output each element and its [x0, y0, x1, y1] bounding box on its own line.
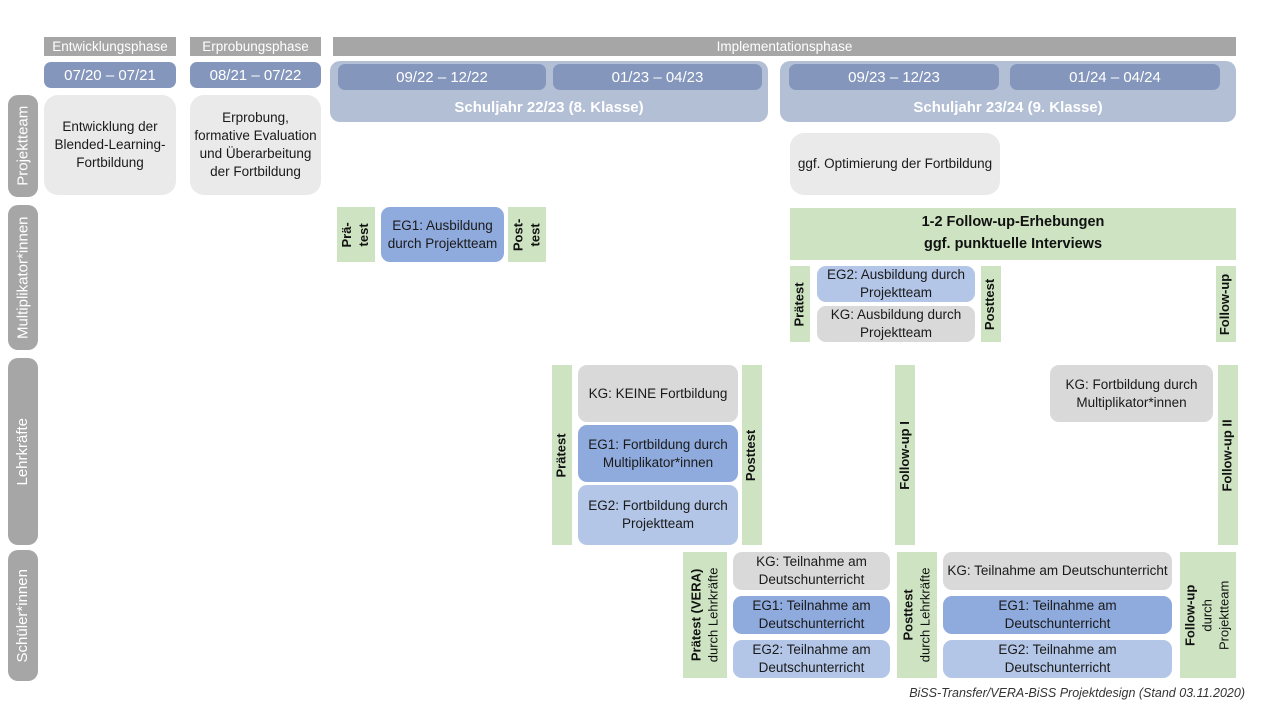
bar-praetest-multiplikatoren-sj2-label: Prätest [791, 281, 807, 327]
sidebar-row-projektteam: Projektteam [8, 95, 38, 197]
bar-praetest-vera-schueler-label: Prätest (VERA) durch Lehrkräfte [688, 568, 722, 663]
followup-sub2: Projektteam [1216, 580, 1232, 650]
period-bar-0124-0424: 01/24 – 04/24 [1010, 64, 1220, 90]
praetest-vera-sub: durch Lehrkräfte [705, 567, 721, 663]
period-bar-0720-0721: 07/20 – 07/21 [44, 62, 176, 88]
bar-followup1-lehrkraefte-label: Follow-up I [896, 420, 912, 490]
bar-followup-multiplikatoren-label: Follow-up [1217, 273, 1233, 335]
bar-followup1-lehrkraefte: Follow-up I [895, 365, 915, 545]
sidebar-row-lehrkraefte: Lehrkräfte [8, 358, 38, 545]
posttest-sub: durch Lehrkräfte [917, 567, 933, 663]
bar-posttest-lehrkraefte: Posttest [742, 365, 762, 545]
sidebar-row-multiplikatoren: Multiplikator*innen [8, 205, 38, 350]
bar-praetest-multiplikatoren-sj2: Prätest [790, 266, 810, 342]
period-bar-0923-1223: 09/23 – 12/23 [789, 64, 999, 90]
box-kg-teilnahme-2: KG: Teilnahme am Deutschunterricht [943, 552, 1172, 590]
schoolyear-label-22-23: Schuljahr 22/23 (8. Klasse) [454, 99, 644, 116]
box-entwicklung-fortbildung: Entwicklung der Blended-Learning-Fortbil… [44, 95, 176, 195]
followup-main: Follow-up [1182, 584, 1198, 646]
box-followup-erhebungen-line1: 1-2 Follow-up-Erhebungen [921, 214, 1105, 231]
phase-header-erprobung: Erprobungsphase [190, 37, 321, 56]
sidebar-row-lehrkraefte-label: Lehrkräfte [14, 417, 32, 486]
box-erprobung-evaluation: Erprobung, formative Evaluation und Über… [190, 95, 321, 195]
box-eg1-ausbildung-projektteam: EG1: Ausbildung durch Projektteam [381, 207, 504, 262]
box-kg-teilnahme-1: KG: Teilnahme am Deutschunterricht [733, 552, 890, 590]
bar-posttest-multiplikatoren-sj1-label: Post- test [510, 218, 542, 251]
bar-followup-schueler-label: Follow-up durch Projektteam [1183, 580, 1234, 649]
sidebar-row-multiplikatoren-label: Multiplikator*innen [14, 216, 32, 339]
box-optimierung-fortbildung: ggf. Optimierung der Fortbildung [790, 133, 1000, 195]
bar-posttest-multiplikatoren-sj1: Post- test [508, 207, 546, 262]
box-eg2-teilnahme-2: EG2: Teilnahme am Deutschunterricht [943, 640, 1172, 678]
box-eg2-teilnahme-1: EG2: Teilnahme am Deutschunterricht [733, 640, 890, 678]
bar-posttest-multiplikatoren-sj2: Posttest [981, 266, 1001, 342]
box-eg1-teilnahme-1: EG1: Teilnahme am Deutschunterricht [733, 596, 890, 634]
period-bar-0821-0722: 08/21 – 07/22 [190, 62, 321, 88]
bar-posttest-schueler: Posttest durch Lehrkräfte [897, 552, 937, 678]
followup-sub1: durch [1199, 598, 1215, 632]
schoolyear-label-23-24: Schuljahr 23/24 (9. Klasse) [913, 99, 1103, 116]
phase-header-entwicklung: Entwicklungsphase [44, 37, 176, 56]
bar-praetest-multiplikatoren-sj1: Prä- test [337, 207, 375, 262]
bar-posttest-multiplikatoren-sj2-label: Posttest [982, 278, 998, 330]
box-kg-fortbildung-multiplikatoren: KG: Fortbildung durch Multiplikator*inne… [1050, 365, 1213, 422]
bar-praetest-vera-schueler: Prätest (VERA) durch Lehrkräfte [683, 552, 727, 678]
bar-praetest-multiplikatoren-sj1-label: Prä- test [339, 221, 371, 248]
phase-header-implementation: Implementationsphase [333, 37, 1236, 56]
bar-followup-schueler: Follow-up durch Projektteam [1180, 552, 1236, 678]
bar-praetest-lehrkraefte: Prätest [552, 365, 572, 545]
period-bar-0922-1222: 09/22 – 12/22 [338, 64, 546, 90]
box-eg1-teilnahme-2: EG1: Teilnahme am Deutschunterricht [943, 596, 1172, 634]
box-eg2-ausbildung-projektteam: EG2: Ausbildung durch Projektteam [817, 266, 975, 302]
sidebar-row-schueler: Schüler*innen [8, 550, 38, 681]
period-bar-0123-0423: 01/23 – 04/23 [553, 64, 762, 90]
posttest-main: Posttest [900, 589, 916, 641]
box-eg1-fortbildung-multiplikatoren: EG1: Fortbildung durch Multiplikator*inn… [578, 425, 738, 482]
bar-followup-multiplikatoren: Follow-up [1216, 266, 1236, 342]
box-kg-keine-fortbildung: KG: KEINE Fortbildung [578, 365, 738, 422]
footer-caption: BiSS-Transfer/VERA-BiSS Projektdesign (S… [909, 686, 1245, 700]
sidebar-row-schueler-label: Schüler*innen [14, 568, 32, 663]
praetest-vera-main: Prätest (VERA) [688, 568, 704, 662]
box-kg-ausbildung-projektteam: KG: Ausbildung durch Projektteam [817, 306, 975, 342]
bar-posttest-lehrkraefte-label: Posttest [743, 429, 759, 481]
box-eg2-fortbildung-projektteam: EG2: Fortbildung durch Projektteam [578, 485, 738, 545]
sidebar-row-projektteam-label: Projektteam [14, 105, 32, 187]
bar-praetest-lehrkraefte-label: Prätest [553, 432, 569, 478]
box-followup-erhebungen-line2: ggf. punktuelle Interviews [923, 236, 1103, 252]
bar-posttest-schueler-label: Posttest durch Lehrkräfte [900, 568, 934, 663]
bar-followup2-lehrkraefte: Follow-up II [1218, 365, 1238, 545]
box-followup-erhebungen: 1-2 Follow-up-Erhebungen ggf. punktuelle… [790, 208, 1236, 260]
bar-followup2-lehrkraefte-label: Follow-up II [1219, 418, 1235, 492]
